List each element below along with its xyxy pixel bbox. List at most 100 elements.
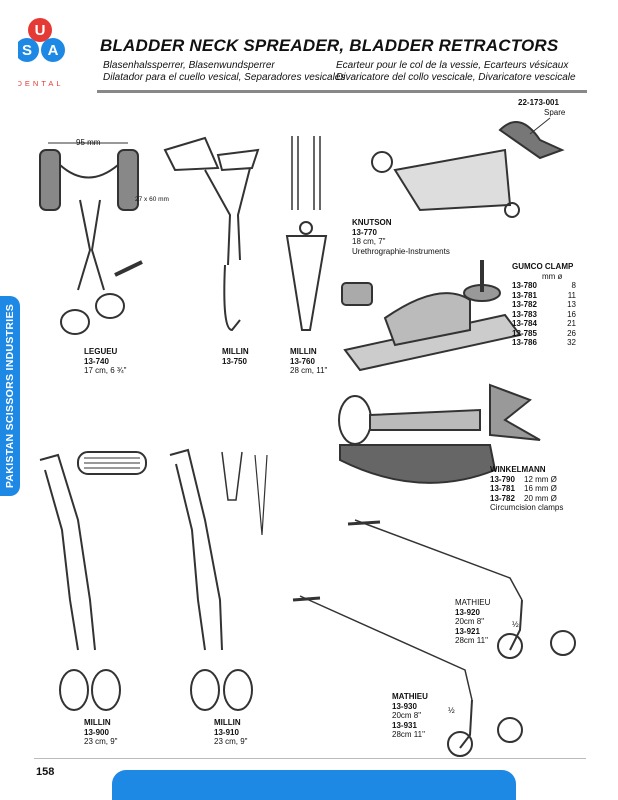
- subtitle-german: Blasenhalssperrer, Blasenwundsperrer: [103, 60, 275, 71]
- subtitle-spanish: Dilatador para el cuello vesical, Separa…: [103, 72, 346, 83]
- footer-divider: [34, 758, 586, 759]
- millin-900-detail-ridges: [84, 457, 140, 469]
- mathieu-920-size1: 20cm 8": [455, 617, 485, 626]
- gumco-illustration: [341, 260, 522, 372]
- subtitle-left: Blasenhalssperrer, Blasenwundsperrer Dil…: [103, 60, 345, 84]
- gumco-bell: [341, 282, 373, 306]
- mathieu-920-size2: 28cm 11": [455, 636, 488, 645]
- knutson-name: KNUTSON: [352, 218, 392, 227]
- legueu-ring-left: [60, 309, 90, 335]
- legueu-blade-label: 27 x 60 mm: [135, 196, 169, 203]
- millin-760-illustration: [285, 136, 328, 331]
- spare-pointer: [529, 117, 551, 135]
- table-row: 13-790 12 mm Ø: [490, 475, 563, 485]
- table-row: 13-783 16: [512, 310, 576, 320]
- mathieu-920-code1: 13-920: [455, 607, 480, 617]
- mathieu-930-mark: ½: [448, 706, 455, 715]
- mathieu-920-ring-2: [550, 630, 576, 656]
- knutson-tip: [498, 121, 565, 160]
- logo-letter-a: A: [48, 42, 59, 59]
- knutson-note: Urethrographie-Instruments: [352, 246, 450, 256]
- millin-760-code: 13-760: [290, 356, 315, 366]
- knutson-label: KNUTSON 13-770 18 cm, 7" Urethrographie-…: [352, 218, 450, 256]
- millin-910-shanks: [169, 448, 223, 651]
- gumco-code: 13-780: [512, 281, 537, 290]
- millin-760-rods: [291, 136, 321, 210]
- knutson-size: 18 cm, 7": [352, 237, 386, 246]
- winkelmann-size: 16 mm Ø: [524, 484, 557, 493]
- footer-bar: [112, 770, 516, 800]
- winkelmann-shaft: [369, 408, 481, 431]
- millin-760-frame: [285, 235, 328, 331]
- winkelmann-ring: [338, 395, 372, 445]
- gumco-arm: [383, 292, 471, 347]
- millin-900-illustration: [39, 451, 147, 711]
- gumco-size: 21: [567, 319, 576, 328]
- winkelmann-wingnut: [489, 383, 541, 441]
- legueu-blade-right: [117, 149, 139, 211]
- millin-750-label: MILLIN 13-750: [222, 347, 249, 366]
- gumco-unit: mm ø: [542, 271, 563, 281]
- millin-910-label: MILLIN 13-910 23 cm, 9": [214, 718, 248, 747]
- mathieu-930-size2: 28cm 11": [392, 730, 425, 739]
- logo-letter-u: U: [35, 22, 46, 39]
- logo-word-dental: DENTAL: [18, 79, 64, 88]
- millin-760-size: 28 cm, 11": [290, 366, 328, 375]
- millin-900-shanks: [39, 453, 96, 651]
- table-row: 13-784 21: [512, 319, 576, 329]
- gumco-size: 32: [567, 338, 576, 347]
- millin-750-illustration: [163, 136, 260, 332]
- mathieu-930-illustration: [292, 595, 523, 757]
- millin-910-ring-1: [190, 669, 220, 711]
- mathieu-920-shaft: [354, 519, 523, 601]
- knutson-screw: [504, 202, 520, 218]
- gumco-code: 13-783: [512, 309, 537, 319]
- millin-760-name: MILLIN: [290, 347, 317, 356]
- winkelmann-name: WINKELMANN: [490, 465, 546, 474]
- mathieu-930-ring-1: [447, 731, 473, 757]
- millin-750-blade-left: [163, 136, 220, 172]
- millin-900-ring-1: [59, 669, 89, 711]
- mathieu-920-label: MATHIEU 13-920 20cm 8" 13-921 28cm 11": [455, 598, 490, 646]
- mathieu-920-name: MATHIEU: [455, 598, 491, 607]
- usa-dental-logo: U S A DENTAL: [18, 18, 65, 88]
- millin-910-code: 13-910: [214, 727, 239, 737]
- subtitle-french: Ecarteur pour le col de la vessie, Ecart…: [336, 60, 569, 71]
- page-number: 158: [36, 766, 55, 778]
- legueu-name: LEGUEU: [84, 347, 118, 356]
- winkelmann-size: 12 mm Ø: [524, 474, 557, 484]
- mathieu-930-name: MATHIEU: [392, 692, 428, 701]
- millin-910-name: MILLIN: [214, 718, 241, 727]
- knutson-code: 13-770: [352, 227, 377, 237]
- millin-910-ring-2: [223, 669, 253, 711]
- gumco-code: 13-781: [512, 290, 537, 300]
- logo-circle-s: [18, 38, 39, 62]
- legueu-frame: [59, 164, 119, 179]
- gumco-size: 16: [567, 309, 576, 319]
- gumco-name: GUMCO CLAMP: [512, 262, 574, 271]
- knutson-body: [393, 148, 512, 212]
- millin-750-code: 13-750: [222, 356, 247, 366]
- mathieu-930-ring-2: [497, 717, 523, 743]
- winkelmann-illustration: [338, 383, 541, 484]
- gumco-code: 13-785: [512, 328, 537, 338]
- winkelmann-code: 13-790: [490, 474, 515, 484]
- logo-circle-u: [28, 18, 52, 42]
- gumco-code: 13-784: [512, 319, 537, 328]
- mathieu-930-label: MATHIEU 13-930 20cm 8" 13-931 28cm 11": [392, 692, 428, 740]
- millin-910-detail-side: [254, 454, 268, 536]
- sidebar-tab: PAKISTAN SCISSORS INDUSTRIES: [0, 296, 20, 496]
- mathieu-920-illustration: [347, 519, 576, 659]
- mathieu-920-code2: 13-921: [455, 626, 480, 636]
- millin-910-detail: [221, 451, 243, 501]
- spare-text: Spare: [544, 107, 566, 117]
- winkelmann-code: 13-782: [490, 493, 515, 503]
- legueu-ring-right: [95, 293, 125, 319]
